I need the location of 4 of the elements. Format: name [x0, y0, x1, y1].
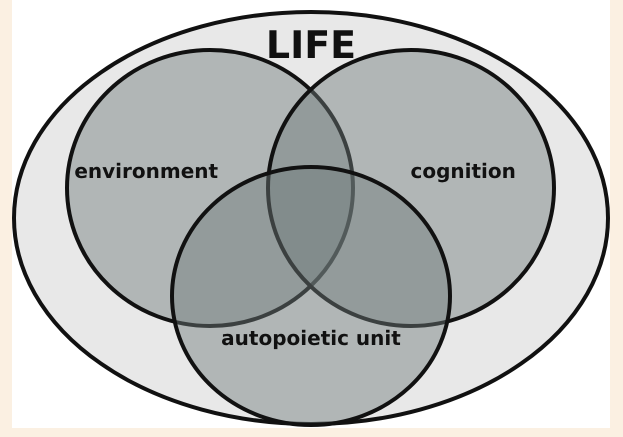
node-label: environment: [74, 159, 218, 184]
node-label: autopoietic unit: [221, 326, 401, 350]
node-label: cognition: [410, 159, 516, 184]
node-label: LIFE: [266, 23, 356, 68]
